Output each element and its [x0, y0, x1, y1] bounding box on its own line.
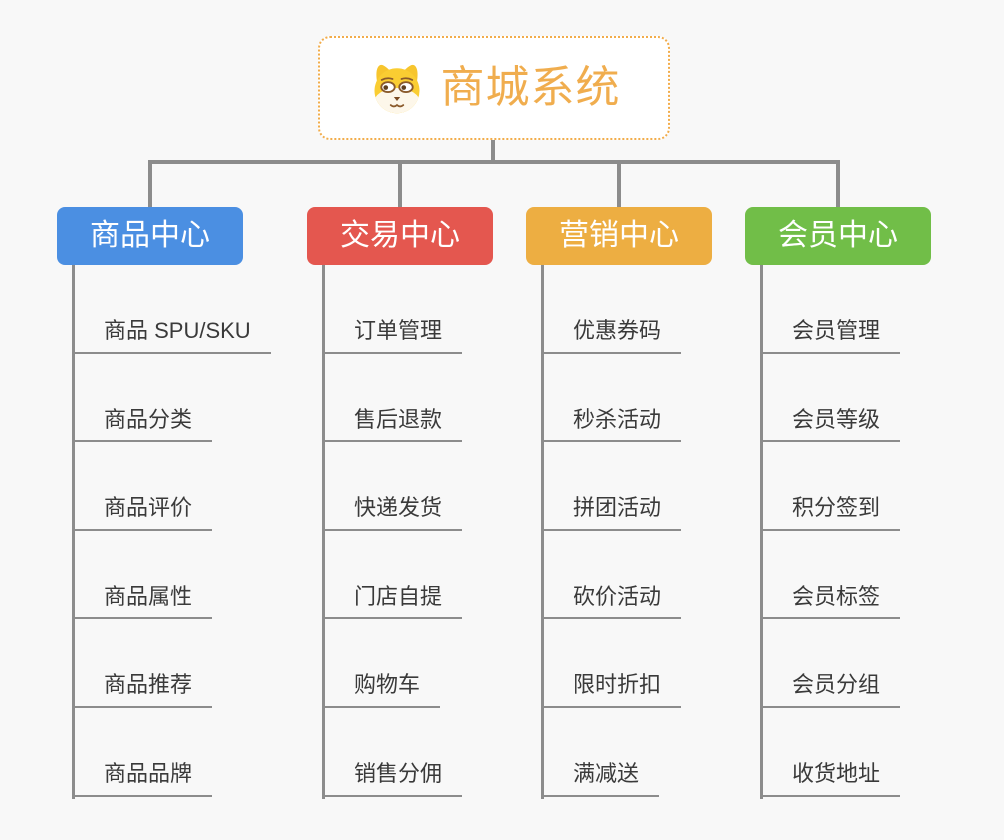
- leaf-node: 售后退款: [322, 354, 582, 443]
- leaf-node: 商品分类: [72, 354, 332, 443]
- leaf-label[interactable]: 订单管理: [322, 317, 463, 354]
- branch-vline: [322, 265, 325, 799]
- leaf-node: 门店自提: [322, 531, 582, 620]
- branch-node-member[interactable]: 会员中心: [745, 207, 931, 265]
- shiba-dog-icon: [374, 64, 419, 114]
- leaf-node: 商品品牌: [72, 708, 332, 797]
- leaf-label[interactable]: 秒杀活动: [541, 406, 682, 443]
- leaf-label[interactable]: 购物车: [322, 671, 441, 708]
- branch-node-product[interactable]: 商品中心: [57, 207, 243, 265]
- leaf-label[interactable]: 限时折扣: [541, 671, 682, 708]
- connector-drop-marketing: [617, 160, 621, 207]
- leaf-node: 商品推荐: [72, 619, 332, 708]
- branch-label: 营销中心: [559, 219, 679, 252]
- leaf-label[interactable]: 商品属性: [72, 583, 213, 620]
- leaf-label[interactable]: 销售分佣: [322, 760, 463, 797]
- leaf-label[interactable]: 商品评价: [72, 494, 213, 531]
- branch-column-trade: 订单管理 售后退款 快递发货 门店自提 购物车 销售分佣: [322, 265, 582, 799]
- leaf-node: 商品 SPU/SKU: [72, 265, 332, 354]
- branch-label: 商品中心: [90, 219, 210, 252]
- leaf-label[interactable]: 商品 SPU/SKU: [72, 317, 271, 354]
- leaf-label[interactable]: 商品品牌: [72, 760, 213, 797]
- branch-vline: [760, 265, 763, 799]
- branch-node-trade[interactable]: 交易中心: [307, 207, 493, 265]
- leaf-label[interactable]: 满减送: [541, 760, 660, 797]
- leaf-node: 商品属性: [72, 531, 332, 620]
- leaf-label[interactable]: 快递发货: [322, 494, 463, 531]
- leaf-label[interactable]: 收货地址: [760, 760, 901, 797]
- leaf-node: 会员标签: [760, 531, 1004, 620]
- leaf-node: 订单管理: [322, 265, 582, 354]
- leaf-node: 限时折扣: [541, 619, 801, 708]
- leaf-node: 收货地址: [760, 708, 1004, 797]
- leaf-node: 拼团活动: [541, 442, 801, 531]
- connector-bus: [148, 160, 840, 164]
- leaf-node: 积分签到: [760, 442, 1004, 531]
- leaf-node: 商品评价: [72, 442, 332, 531]
- leaf-node: 会员管理: [760, 265, 1004, 354]
- branch-label: 交易中心: [340, 219, 460, 252]
- leaf-label[interactable]: 会员分组: [760, 671, 901, 708]
- branch-column-member: 会员管理 会员等级 积分签到 会员标签 会员分组 收货地址: [760, 265, 1004, 799]
- root-node[interactable]: 商城系统: [318, 36, 670, 140]
- branch-vline: [72, 265, 75, 799]
- leaf-node: 快递发货: [322, 442, 582, 531]
- connector-stem: [491, 140, 495, 162]
- connector-drop-member: [836, 160, 840, 207]
- leaf-label[interactable]: 门店自提: [322, 583, 463, 620]
- leaf-label[interactable]: 商品分类: [72, 406, 213, 443]
- leaf-node: 销售分佣: [322, 708, 582, 797]
- leaf-node: 会员分组: [760, 619, 1004, 708]
- leaf-label[interactable]: 会员标签: [760, 583, 901, 620]
- leaf-node: 满减送: [541, 708, 801, 797]
- leaf-node: 优惠券码: [541, 265, 801, 354]
- leaf-label[interactable]: 会员等级: [760, 406, 901, 443]
- root-title: 商城系统: [440, 63, 621, 112]
- leaf-node: 购物车: [322, 619, 582, 708]
- leaf-label[interactable]: 优惠券码: [541, 317, 682, 354]
- leaf-label[interactable]: 砍价活动: [541, 583, 682, 620]
- leaf-label[interactable]: 商品推荐: [72, 671, 213, 708]
- leaf-node: 会员等级: [760, 354, 1004, 443]
- connector-drop-product: [148, 160, 152, 207]
- leaf-label[interactable]: 积分签到: [760, 494, 901, 531]
- branch-column-product: 商品 SPU/SKU 商品分类 商品评价 商品属性 商品推荐 商品品牌: [72, 265, 332, 799]
- branch-column-marketing: 优惠券码 秒杀活动 拼团活动 砍价活动 限时折扣 满减送: [541, 265, 801, 799]
- leaf-node: 秒杀活动: [541, 354, 801, 443]
- branch-vline: [541, 265, 544, 799]
- leaf-label[interactable]: 拼团活动: [541, 494, 682, 531]
- branch-node-marketing[interactable]: 营销中心: [526, 207, 712, 265]
- leaf-label[interactable]: 会员管理: [760, 317, 901, 354]
- leaf-node: 砍价活动: [541, 531, 801, 620]
- leaf-label[interactable]: 售后退款: [322, 406, 463, 443]
- branch-label: 会员中心: [778, 219, 898, 252]
- connector-drop-trade: [398, 160, 402, 207]
